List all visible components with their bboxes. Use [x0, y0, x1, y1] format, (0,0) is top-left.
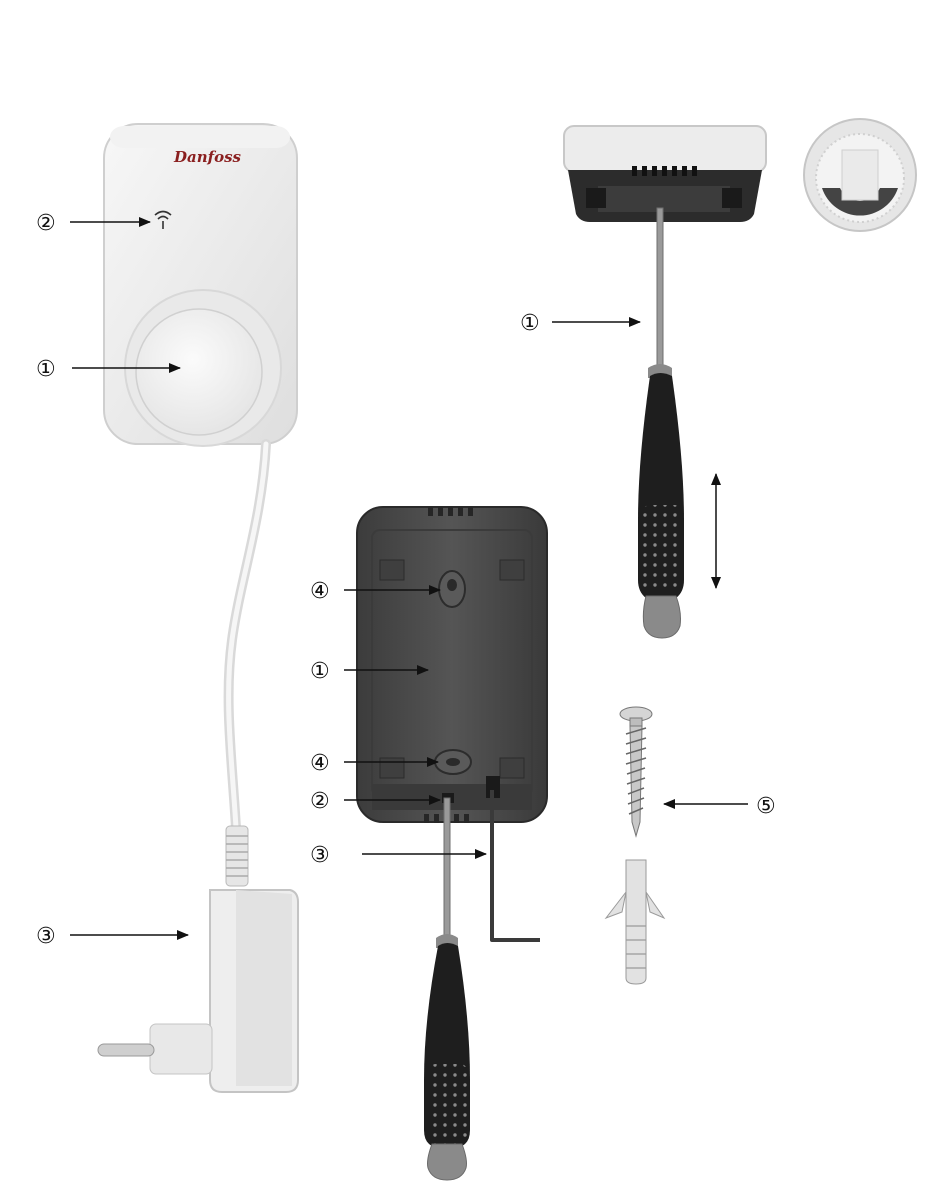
callout-screw: ⑤: [756, 794, 776, 819]
callout-allen-key: ③: [310, 843, 330, 868]
wall-plug: [606, 860, 664, 984]
power-cable-outline: [229, 444, 266, 828]
callout-wifi-led: ②: [36, 211, 56, 236]
callout-power-adapter: ③: [36, 924, 56, 949]
receiver-brand-logo: Danfoss: [173, 148, 242, 166]
receiver-top-edge: [110, 126, 290, 148]
screwdriver-upper: [638, 208, 684, 638]
callout-top-hole: ④: [310, 579, 330, 604]
screwdriver-upper-grip: [642, 505, 682, 593]
adapter-plug-base: [150, 1024, 212, 1074]
screwdriver-lower-cap: [428, 1144, 467, 1180]
screwdriver-lower: [424, 798, 470, 1180]
thermostat-lid: [564, 126, 766, 172]
screwdriver-lower-shaft: [444, 798, 450, 938]
callout-plate: ①: [310, 659, 330, 684]
callout-thermostat-screwdriver: ①: [520, 311, 540, 336]
backplate: [357, 507, 547, 823]
screwdriver-lower-grip: [428, 1064, 468, 1144]
callout-screw-slot: ②: [310, 789, 330, 814]
thermostat-dial: [804, 119, 916, 231]
wall-plug-body: [626, 860, 646, 984]
callout-bottom-hole: ④: [310, 751, 330, 776]
wall-screw: [620, 707, 652, 836]
screwdriver-upper-shaft: [657, 208, 663, 368]
receiver-button[interactable]: [136, 309, 262, 435]
screwdriver-upper-cap: [643, 596, 680, 638]
thermostat-unit: [564, 126, 766, 222]
adapter-plug-pin: [98, 1044, 154, 1056]
cable-strain-relief: [226, 826, 248, 886]
callout-receiver-button: ①: [36, 357, 56, 382]
power-adapter: [98, 890, 298, 1092]
receiver-unit: Danfoss: [104, 124, 297, 446]
